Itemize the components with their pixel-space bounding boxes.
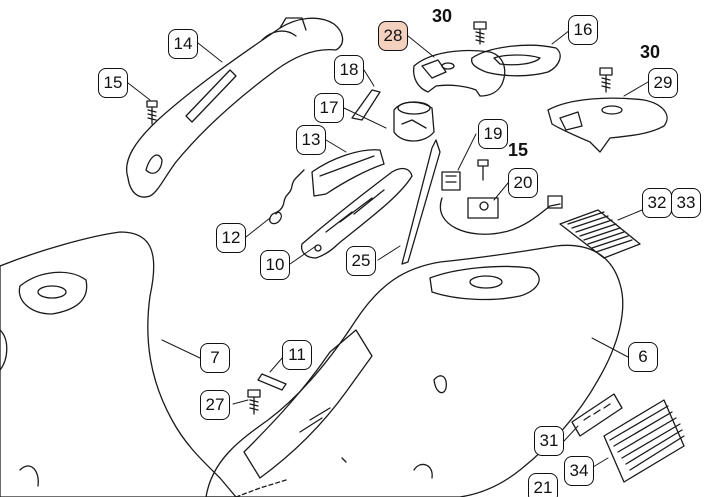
- callout-18: 18: [334, 55, 364, 85]
- callout-21: 21: [528, 473, 558, 497]
- part-18-wire: [352, 90, 380, 120]
- callout-12: 12: [216, 223, 246, 253]
- label-30-top: 30: [432, 6, 453, 26]
- part-29-right-cap: [548, 98, 667, 152]
- label-30-right: 30: [640, 42, 661, 62]
- callout-32: 32: [642, 188, 672, 218]
- part-14-handle-cover: [127, 18, 343, 197]
- part-34-side-grille: [604, 400, 684, 482]
- callout-33: 33: [671, 188, 701, 218]
- screw-30-top: [473, 21, 487, 45]
- callout-14: 14: [168, 29, 198, 59]
- part-11-pin: [258, 374, 286, 390]
- screw-30-right: [599, 67, 613, 93]
- callout-29: 29: [648, 68, 678, 98]
- callout-20: 20: [508, 168, 538, 198]
- screw-15-right: [477, 159, 489, 181]
- callout-11: 11: [282, 340, 312, 370]
- callout-15-left: 15: [98, 68, 128, 98]
- part-6-right-housing: [206, 245, 623, 497]
- leader-lines: [127, 29, 649, 471]
- screw-27: [247, 389, 261, 415]
- part-20-cable-switch: [440, 196, 562, 234]
- callout-7: 7: [200, 343, 230, 373]
- screw-15-left: [146, 100, 158, 125]
- callout-17: 17: [314, 93, 344, 123]
- part-28-top-cap: [414, 51, 505, 96]
- part-17-switch-block: [394, 102, 434, 141]
- part-12-spring: [270, 170, 304, 224]
- part-16-button: [472, 45, 561, 76]
- label-15-right: 15: [508, 140, 529, 160]
- callout-16: 16: [568, 15, 598, 45]
- callout-6: 6: [628, 342, 658, 372]
- part-32-33-grille: [560, 210, 640, 258]
- part-31-label: [572, 394, 622, 436]
- callout-25: 25: [346, 246, 376, 276]
- callout-10: 10: [260, 250, 290, 280]
- part-7-left-housing: [0, 232, 236, 497]
- callout-28: 28: [378, 21, 408, 51]
- callout-19: 19: [478, 119, 508, 149]
- callout-27: 27: [200, 390, 230, 420]
- part-19-switch: [442, 172, 460, 190]
- callout-31: 31: [534, 426, 564, 456]
- callout-13: 13: [296, 125, 326, 155]
- callout-34: 34: [564, 456, 594, 486]
- part-10-lever: [302, 169, 412, 258]
- part-25-rod: [402, 140, 440, 264]
- part-13-trigger: [312, 150, 384, 196]
